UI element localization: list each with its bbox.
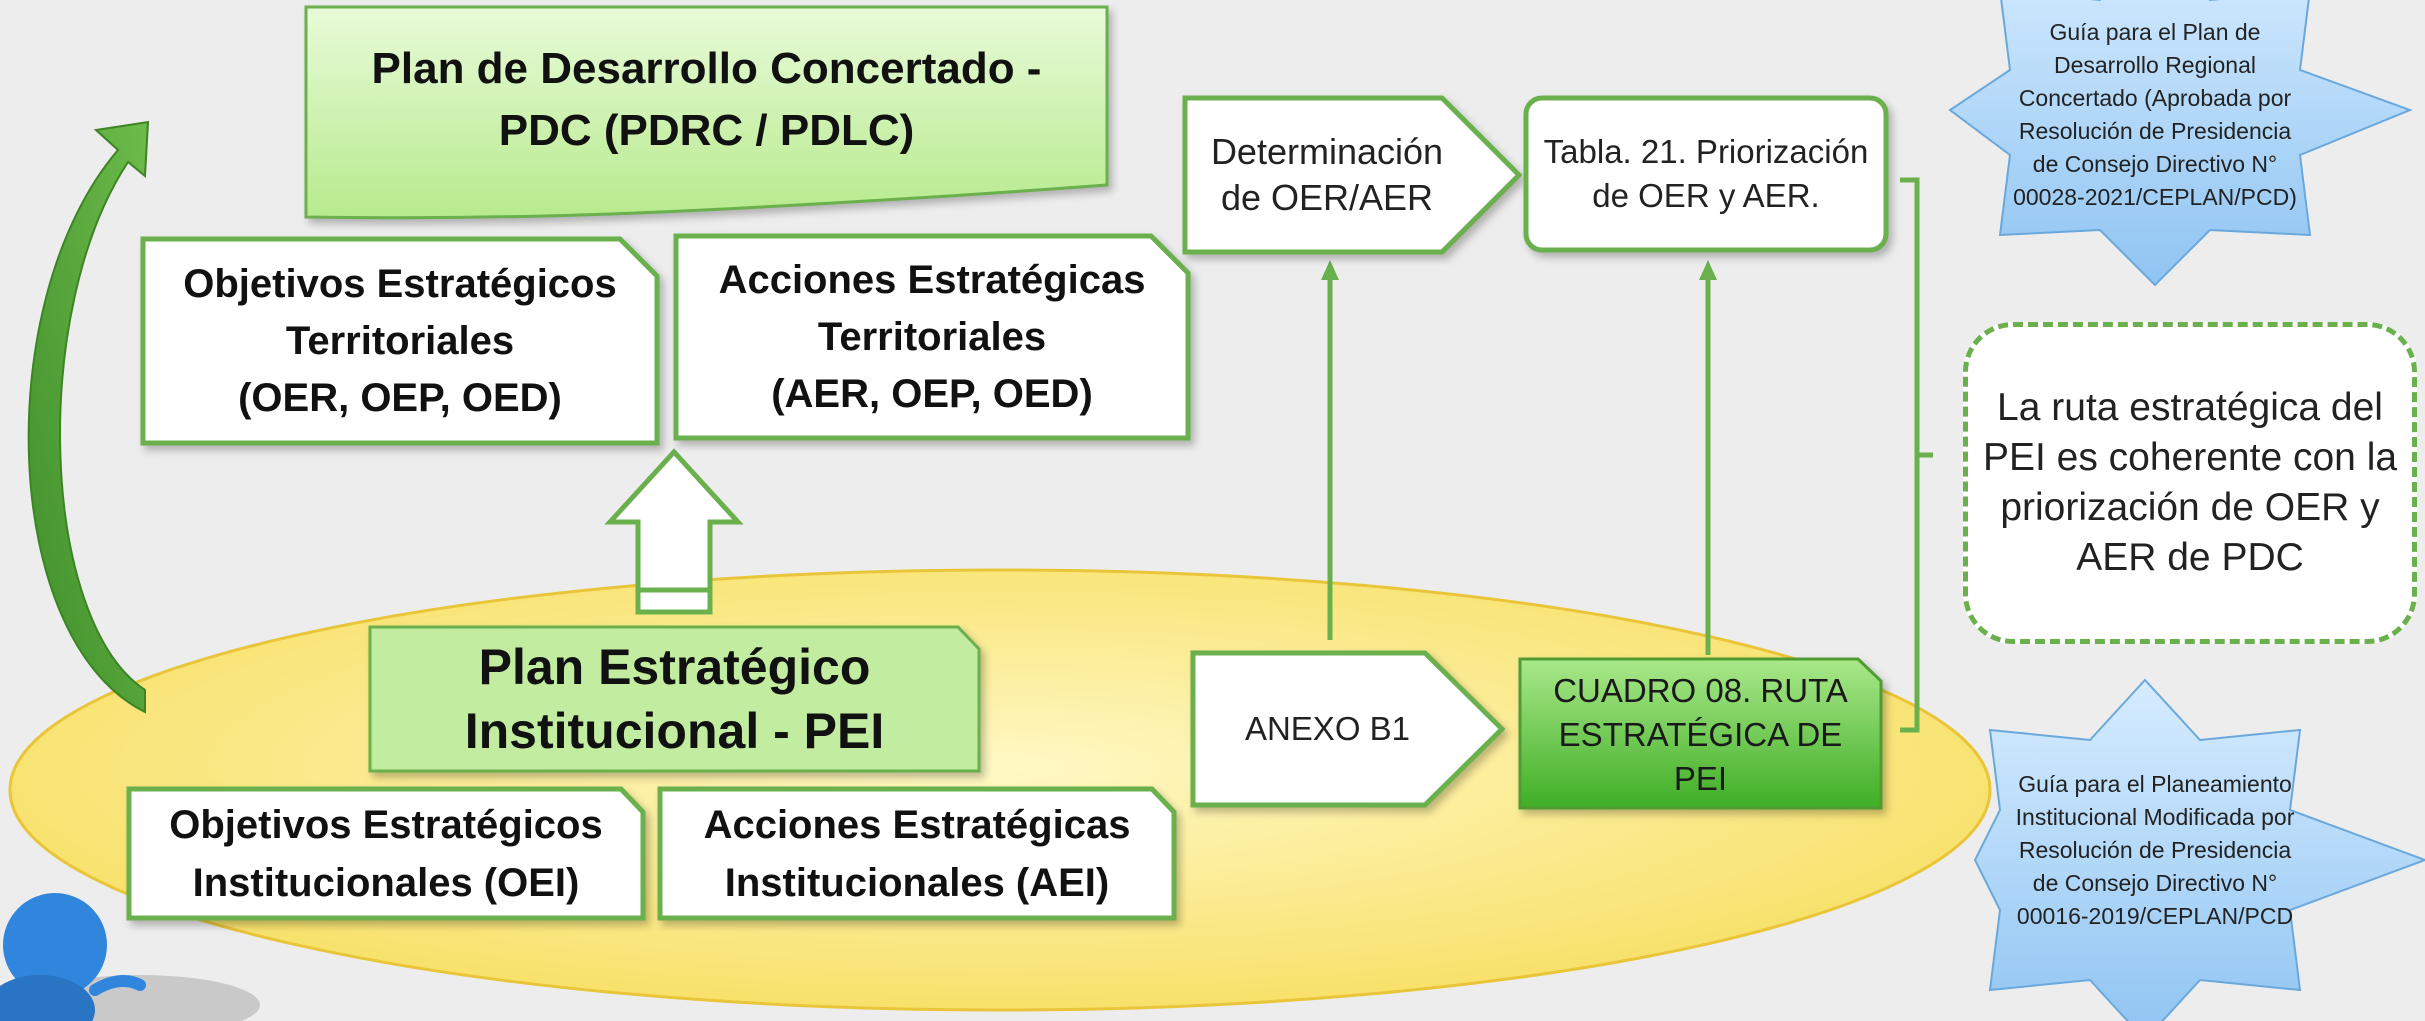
star-bottom: [1973, 678, 2425, 1021]
pdc-banner-shape: [304, 5, 1109, 220]
pei-title: Plan Estratégico Institucional - PEI: [464, 639, 885, 759]
pei-box-shape: [368, 625, 981, 773]
star-top: [1948, 0, 2413, 287]
oer-box-shape: [140, 236, 660, 446]
thinking-figure: [0, 893, 260, 1021]
oei-box-shape: [126, 786, 646, 921]
bracket: [1900, 177, 1933, 733]
anexo-box: ANEXO B1: [1244, 710, 1411, 747]
aei-box: Acciones Estratégicas Institucionales (A…: [703, 802, 1131, 905]
aer-box: Acciones Estratégicas Territoriales (AER…: [718, 257, 1146, 416]
conclusion-box: La ruta estratégica del PEI es coherente…: [1982, 386, 2398, 579]
determinacion-box: Determinación de OER/AER: [1210, 131, 1444, 218]
guide-top-text: Guía para el Plan de Desarrollo Regional…: [2013, 19, 2297, 210]
oei-box: Objetivos Estratégicos Institucionales (…: [169, 802, 603, 905]
conclusion-frame: [1963, 322, 2417, 644]
tabla-shape: [1523, 95, 1889, 253]
oer-box: Objetivos Estratégicos Territoriales (OE…: [183, 261, 617, 420]
arrow-cuadro-to-tabla: [1699, 260, 1717, 655]
aer-box-shape: [673, 233, 1191, 441]
anexo-shape: [1190, 650, 1505, 808]
guide-bottom-text: Guía para el Planeamiento Institucional …: [2015, 770, 2295, 929]
pdc-title: Plan de Desarrollo Concertado - PDC (PDR…: [371, 44, 1042, 155]
cuadro-box: CUADRO 08. RUTA ESTRATÉGICA DE PEI: [1553, 672, 1848, 797]
aei-box-shape: [657, 786, 1177, 921]
cuadro-shape: [1518, 657, 1883, 810]
up-arrow-hollow: [604, 448, 744, 615]
arrow-anexo-to-determinacion: [1321, 260, 1339, 640]
tabla-box: Tabla. 21. Priorización de OER y AER.: [1543, 133, 1869, 214]
curved-arrow: [27, 120, 150, 714]
determinacion-shape: [1182, 95, 1522, 255]
